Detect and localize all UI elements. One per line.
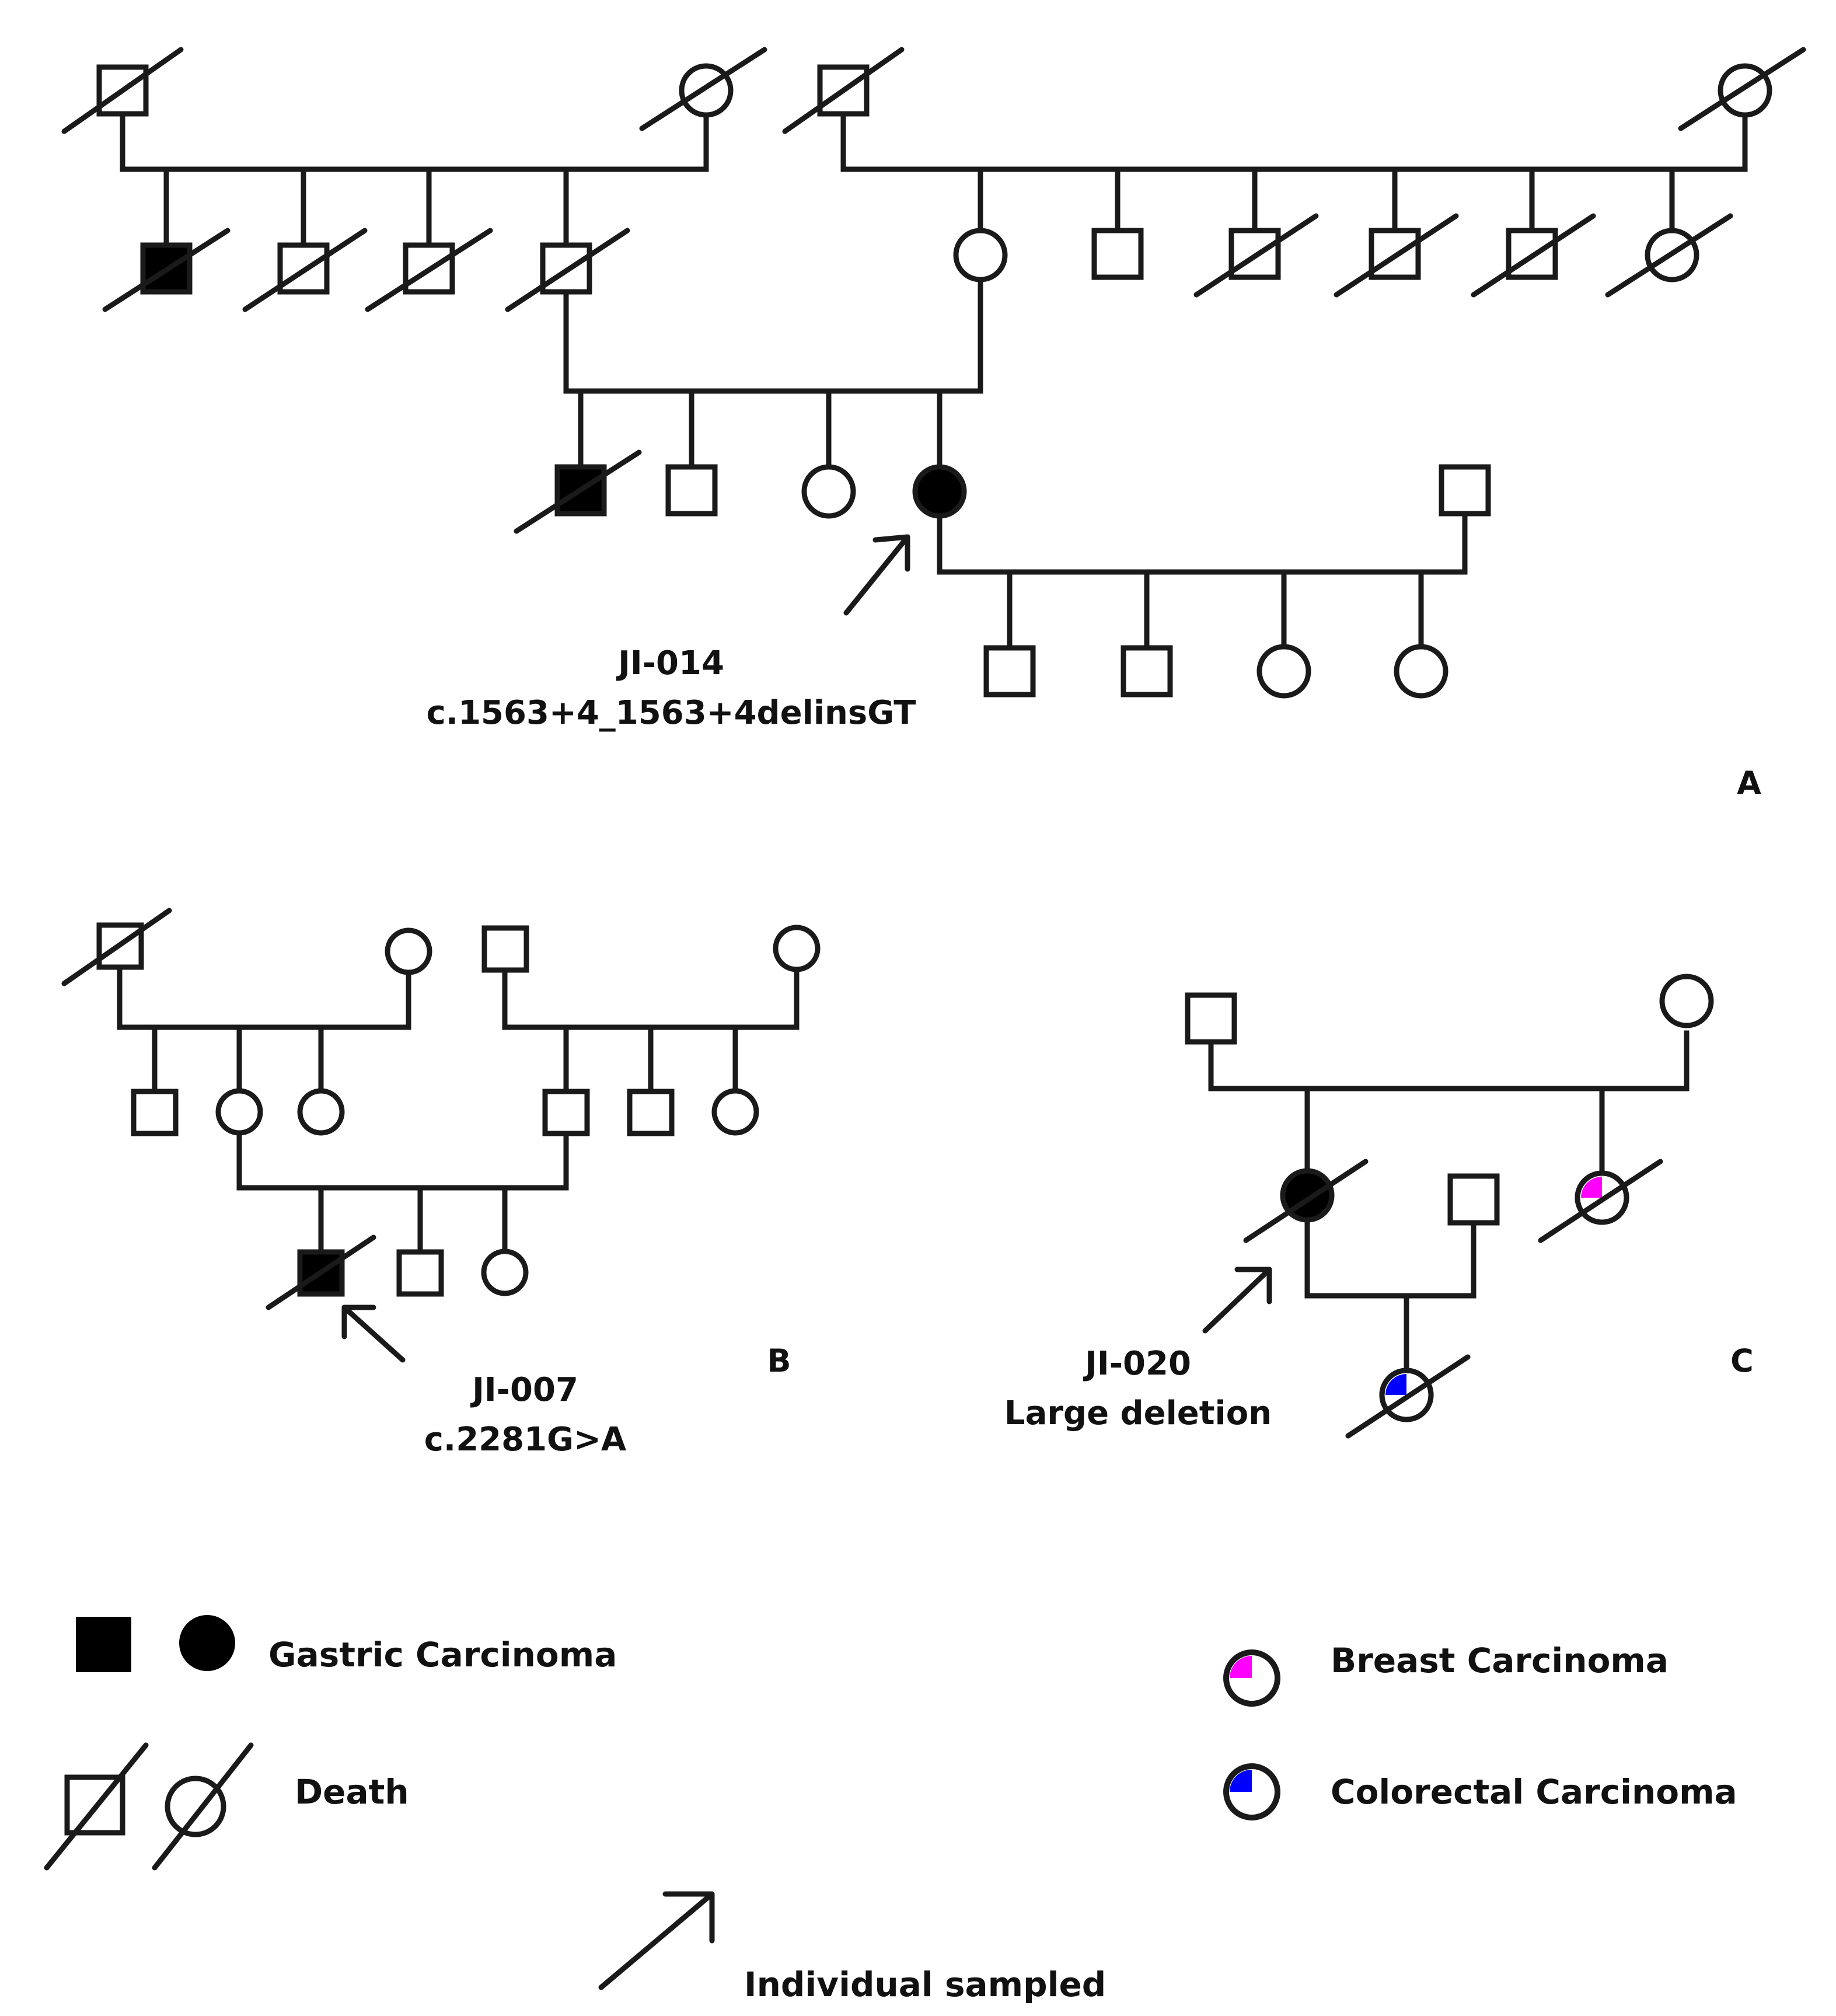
- panel-label-b: B: [767, 1342, 791, 1379]
- legend-colorectal-label: Colorectal Carcinoma: [1331, 1772, 1737, 1812]
- death-slash-icon: [102, 228, 231, 312]
- pedigree-a-proband-arrow: [843, 534, 910, 616]
- death-slash-icon: [365, 228, 493, 312]
- pedigree-b-i3-male: [481, 925, 529, 973]
- death-slash-icon: [514, 449, 642, 534]
- pedigree-c-proband-id: JI-020: [1083, 1345, 1191, 1383]
- death-slash-icon: [61, 908, 172, 986]
- pedigree-b: JI-007 c.2281G>A B: [61, 908, 821, 1459]
- pedigree-b-i4-female: [773, 925, 821, 972]
- panel-label-c: C: [1730, 1342, 1754, 1379]
- legend-death-label: Death: [295, 1772, 409, 1812]
- pedigree-b-proband-arrow: [341, 1305, 406, 1363]
- panel-label-a: A: [1737, 765, 1761, 801]
- pedigree-b-iii3-female: [481, 1248, 529, 1296]
- pedigree-c-variant: Large deletion: [1004, 1394, 1272, 1432]
- pedigree-c-i1-male: [1185, 992, 1237, 1045]
- pedigree-a-variant: c.1563+4_1563+4delinsGT: [427, 694, 916, 732]
- legend-sampled-label: Individual sampled: [744, 1965, 1106, 2004]
- pedigree-b-variant: c.2281G>A: [424, 1421, 627, 1459]
- pedigree-b-ii5-male: [627, 1089, 675, 1136]
- pedigree-b-i2-female: [385, 927, 432, 975]
- legend-breast-label: Breast Carcinoma: [1331, 1641, 1669, 1680]
- legend-gastric-label: Gastric Carcinoma: [268, 1635, 617, 1675]
- death-slash-icon: [1334, 213, 1459, 298]
- death-slash-icon: [782, 47, 905, 134]
- pedigree-c-ii2-spouse-male: [1447, 1173, 1500, 1226]
- pedigree-c-lines: [1208, 1030, 1690, 1372]
- legend-colorectal-carcinoma-icon: [1223, 1763, 1280, 1820]
- pedigree-b-proband-id: JI-007: [470, 1371, 578, 1409]
- pedigree-a-lines: [120, 114, 1748, 651]
- death-slash-icon: [1193, 213, 1319, 298]
- pedigree-a-iv2-male: [1121, 645, 1173, 697]
- death-slash-icon: [639, 47, 767, 131]
- death-slash-icon: [1605, 213, 1733, 298]
- pedigree-c-i2-female: [1659, 974, 1714, 1028]
- pedigree-c-proband-arrow: [1202, 1267, 1272, 1334]
- legend-affected-female-icon: [179, 1615, 235, 1671]
- pedigree-b-ii1-male: [131, 1089, 179, 1136]
- legend-deceased-female-icon: [152, 1742, 254, 1871]
- pedigree-a-ii6-male: [1091, 228, 1144, 280]
- death-slash-icon: [61, 47, 184, 134]
- pedigree-a-iii4-proband-female-affected: [912, 464, 967, 519]
- death-slash-icon: [505, 228, 630, 312]
- pedigree-b-lines: [117, 966, 800, 1252]
- pedigree-a-iii5-spouse-male: [1439, 464, 1491, 517]
- death-slash-icon: [1678, 47, 1806, 131]
- legend-breast-carcinoma-icon: [1223, 1649, 1280, 1707]
- pedigree-a-ii5-female: [953, 228, 1008, 282]
- death-slash-icon: [242, 228, 368, 312]
- pedigree-b-ii2-female: [215, 1088, 263, 1136]
- pedigree-c: JI-020 Large deletion C: [1004, 974, 1754, 1439]
- death-slash-icon: [1471, 213, 1596, 298]
- legend-sampled-arrow-icon: [598, 1891, 715, 1990]
- pedigree-a-iv3-female: [1256, 644, 1311, 699]
- death-slash-icon: [1345, 1354, 1471, 1439]
- pedigree-b-ii6-female: [711, 1088, 759, 1136]
- death-slash-icon: [1243, 1159, 1369, 1243]
- pedigree-a-iii3-female: [801, 464, 856, 519]
- pedigree-b-ii3-female: [297, 1088, 345, 1136]
- pedigree-b-ii4-male: [542, 1089, 590, 1136]
- pedigree-a-ii3-male-deceased: [403, 242, 455, 295]
- legend-affected-male-icon: [76, 1617, 131, 1672]
- legend: Gastric Carcinoma Death Individual sampl…: [44, 1615, 1737, 2004]
- pedigree-a-iv4-female: [1394, 644, 1448, 699]
- pedigree-a-iv1-male: [983, 645, 1036, 697]
- death-slash-icon: [266, 1234, 376, 1310]
- pedigree-a-proband-id: JI-014: [616, 644, 724, 682]
- pedigree-a-iii2-male: [665, 464, 718, 517]
- pedigree-b-iii2-male: [396, 1249, 444, 1297]
- death-slash-icon: [1538, 1159, 1663, 1243]
- pedigree-a: JI-014 c.1563+4_1563+4delinsGT A: [61, 47, 1806, 801]
- legend-deceased-male-icon: [44, 1742, 149, 1871]
